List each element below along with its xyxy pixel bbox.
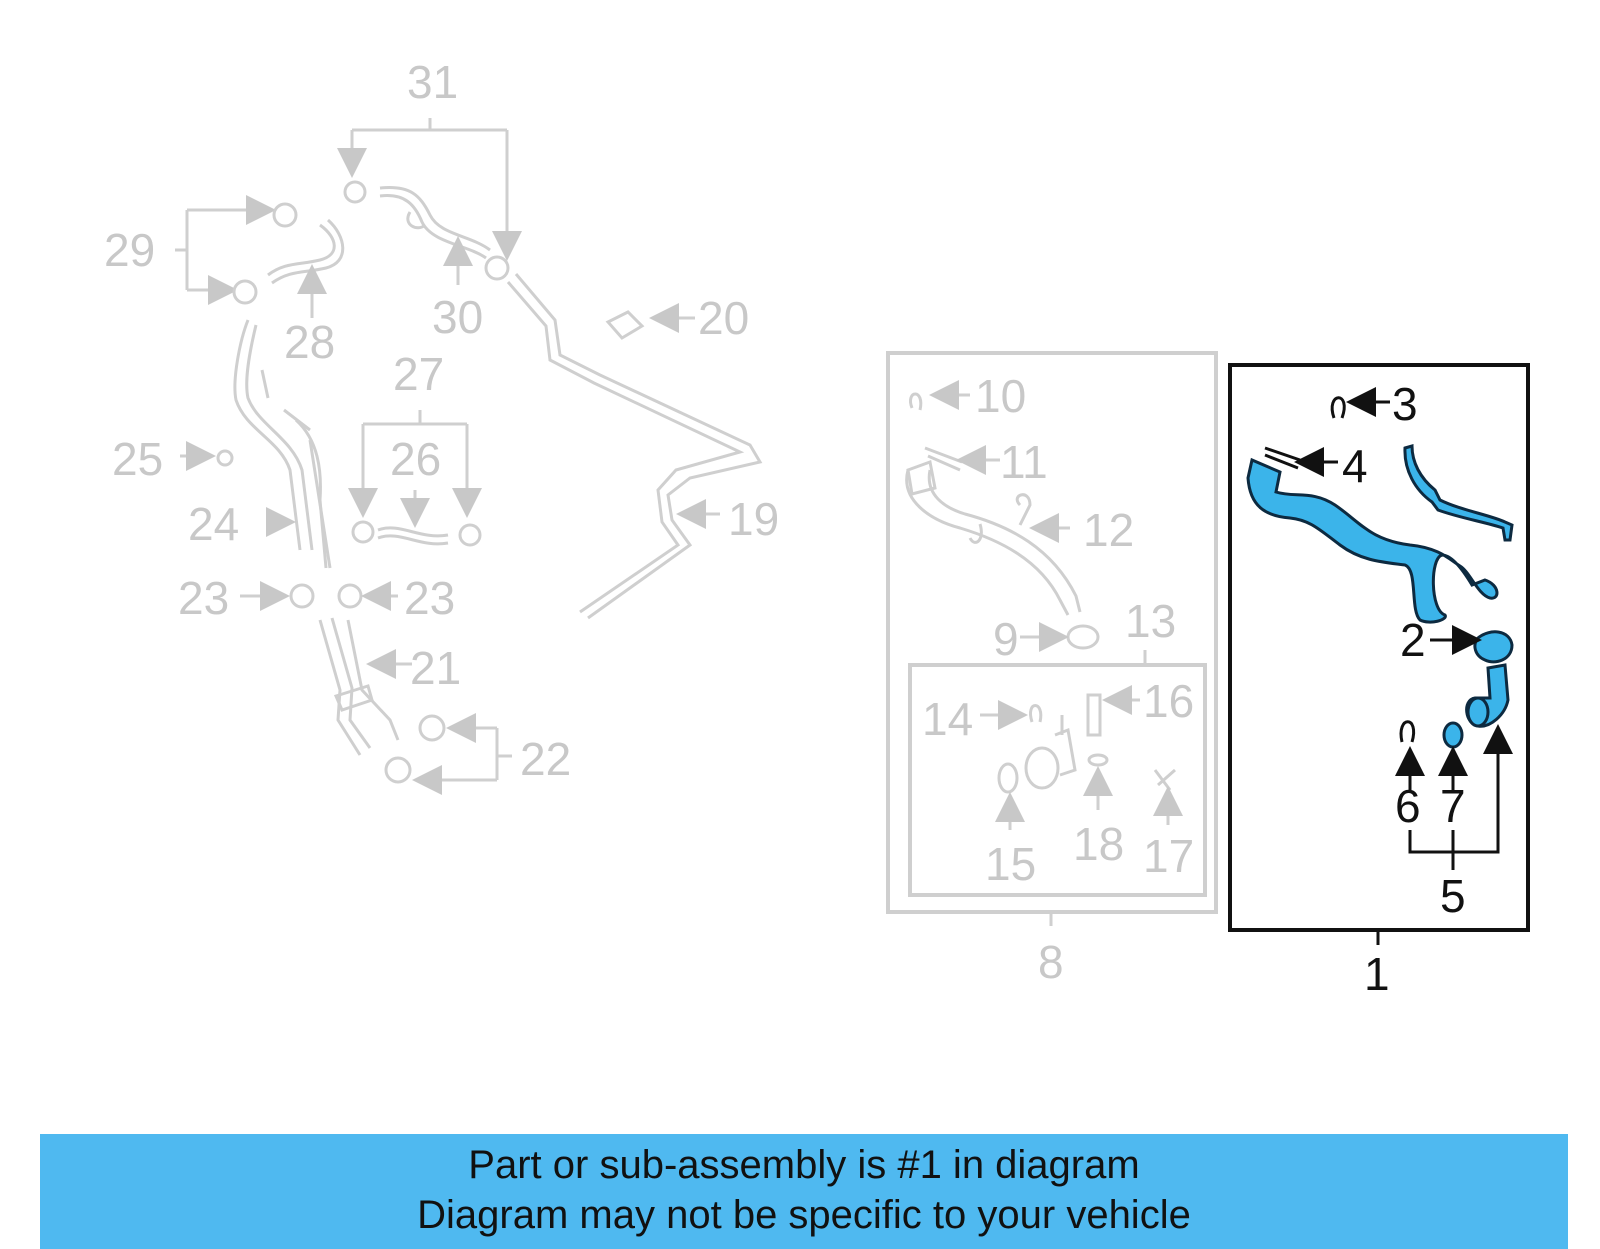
callout-29: 29 [104, 224, 155, 276]
callout-19: 19 [728, 493, 779, 545]
callout-22: 22 [520, 733, 571, 785]
blue-hose-secondary [1403, 444, 1514, 542]
callout-26: 26 [390, 433, 441, 485]
callout-31: 31 [407, 56, 458, 108]
callout-7: 7 [1440, 780, 1466, 832]
callout-16: 16 [1143, 675, 1194, 727]
callout-21: 21 [410, 642, 461, 694]
info-banner: Part or sub-assembly is #1 in diagram Di… [40, 1134, 1568, 1249]
blue-clamp-2 [1473, 630, 1514, 664]
callout-14: 14 [922, 693, 973, 745]
callout-10: 10 [975, 370, 1026, 422]
callout-6: 6 [1395, 780, 1421, 832]
callout-20: 20 [698, 292, 749, 344]
highlighted-parts-assembly-1 [1246, 387, 1514, 870]
callout-3: 3 [1392, 378, 1418, 430]
banner-line-2: Diagram may not be specific to your vehi… [417, 1193, 1191, 1237]
callout-28: 28 [284, 316, 335, 368]
callout-24: 24 [188, 498, 239, 550]
callout-30: 30 [432, 291, 483, 343]
blue-hose-main [1246, 457, 1499, 624]
gray-parts-group [175, 118, 763, 795]
callout-12: 12 [1083, 504, 1134, 556]
callout-1: 1 [1364, 948, 1390, 1000]
callout-27: 27 [393, 348, 444, 400]
callout-8: 8 [1038, 936, 1064, 988]
callout-18: 18 [1073, 818, 1124, 870]
callout-23-right: 23 [404, 572, 455, 624]
callout-9: 9 [993, 613, 1019, 665]
callout-15: 15 [985, 838, 1036, 890]
assembly-13-frame [908, 663, 1207, 897]
callout-5: 5 [1440, 870, 1466, 922]
callout-4: 4 [1342, 440, 1368, 492]
callout-11: 11 [1000, 436, 1048, 488]
callout-2: 2 [1400, 614, 1426, 666]
callout-13: 13 [1125, 595, 1176, 647]
callout-23-left: 23 [178, 572, 229, 624]
gray-parts-assembly-8 [905, 380, 1183, 830]
callout-25: 25 [112, 433, 163, 485]
callout-17: 17 [1143, 830, 1194, 882]
banner-line-1: Part or sub-assembly is #1 in diagram [468, 1143, 1140, 1187]
